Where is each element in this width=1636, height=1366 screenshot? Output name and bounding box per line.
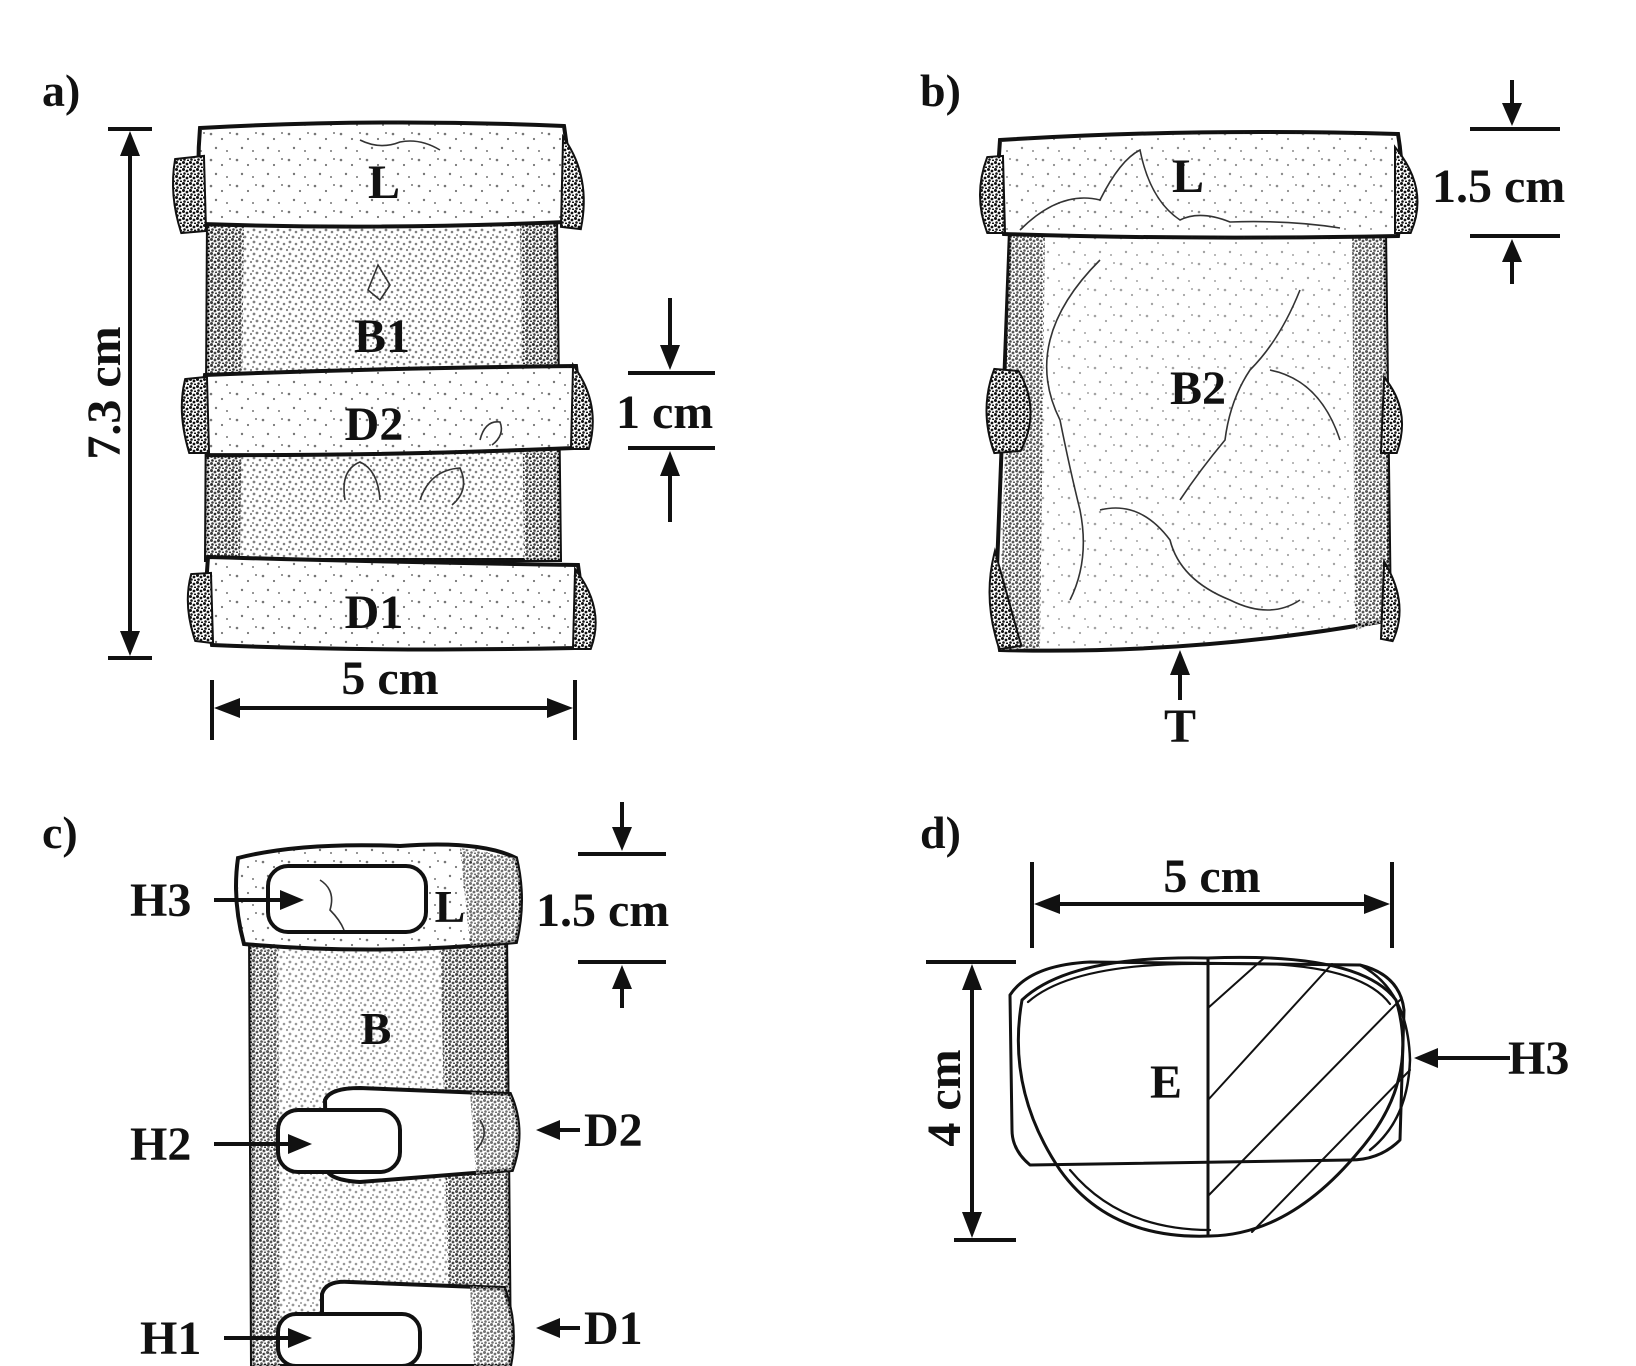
panel-a-height-label: 7.3 cm [78,326,131,459]
panel-c-label-d2: D2 [584,1104,643,1157]
panel-a-width-label: 5 cm [341,652,438,705]
panel-d-cross-section: E [1008,955,1412,1238]
panel-d-height-dimension: 4 cm [918,960,1016,1242]
panel-c-label-b: B [361,1003,392,1054]
panel-a-disc-label: 1 cm [616,386,713,439]
panel-a-label-d2: D2 [345,398,404,451]
panel-a-width-dimension: 5 cm [210,652,577,740]
panel-a-label-l: L [368,156,400,209]
panel-c-disc-d2 [276,1085,521,1185]
panel-d-tag: d) [920,807,961,858]
panel-d-height-label: 4 cm [918,1049,971,1146]
panel-b-tag: b) [920,65,961,116]
panel-d: d) E 5 cm 4 cm [918,807,1569,1242]
panel-b-label-b2: B2 [1170,362,1226,415]
panel-a-label-d1: D1 [345,586,404,639]
panel-c-ring-l [234,842,523,952]
panel-c-hole-h3-callout: H3 [130,874,304,927]
panel-c-label-h2: H2 [130,1118,191,1171]
panel-a-disc-d2 [180,361,594,458]
panel-a-disc-dimension: 1 cm [616,298,715,522]
panel-c-label-d1: D1 [584,1302,643,1355]
panel-b-label-l: L [1172,150,1204,203]
panel-b-label-t: T [1164,700,1196,753]
panel-b: b) L B2 [920,65,1565,753]
panel-d-width-dimension: 5 cm [1030,850,1394,948]
panel-b-thickness-label: 1.5 cm [1432,160,1565,213]
panel-c-thickness-label: 1.5 cm [536,884,669,937]
panel-c-label-l: L [435,881,466,932]
panel-c-disc-d1-callout: D1 [536,1302,643,1355]
panel-b-thickness-dimension: 1.5 cm [1432,80,1565,284]
panel-a-body [203,216,563,562]
panel-c-disc-d2-callout: D2 [536,1104,643,1157]
panel-c-tag: c) [42,807,78,858]
panel-c-label-h3: H3 [130,874,191,927]
panel-a-disc-d1 [186,554,597,652]
panel-c-thickness-dimension: 1.5 cm [536,802,669,1008]
panel-c-label-h1: H1 [140,1312,201,1365]
panel-b-ring-l [979,130,1419,240]
panel-d-hole-h3-callout: H3 [1414,1032,1569,1085]
panel-c-hole-h1-callout: H1 [140,1312,312,1365]
panel-c-hole-h2-callout: H2 [130,1118,312,1171]
panel-b-bottom-marker: T [1164,650,1196,753]
panel-a-ring-l [172,120,585,235]
panel-b-body [985,228,1403,653]
panel-a-tag: a) [42,65,80,116]
panel-c: c) L B H3 [42,802,669,1366]
panel-d-label-e: E [1150,1056,1182,1109]
panel-a-label-b1: B1 [354,310,410,363]
panel-a: a) [42,65,715,740]
panel-a-height-dimension: 7.3 cm [78,127,152,660]
panel-d-width-label: 5 cm [1163,850,1260,903]
panel-d-label-h3: H3 [1508,1032,1569,1085]
